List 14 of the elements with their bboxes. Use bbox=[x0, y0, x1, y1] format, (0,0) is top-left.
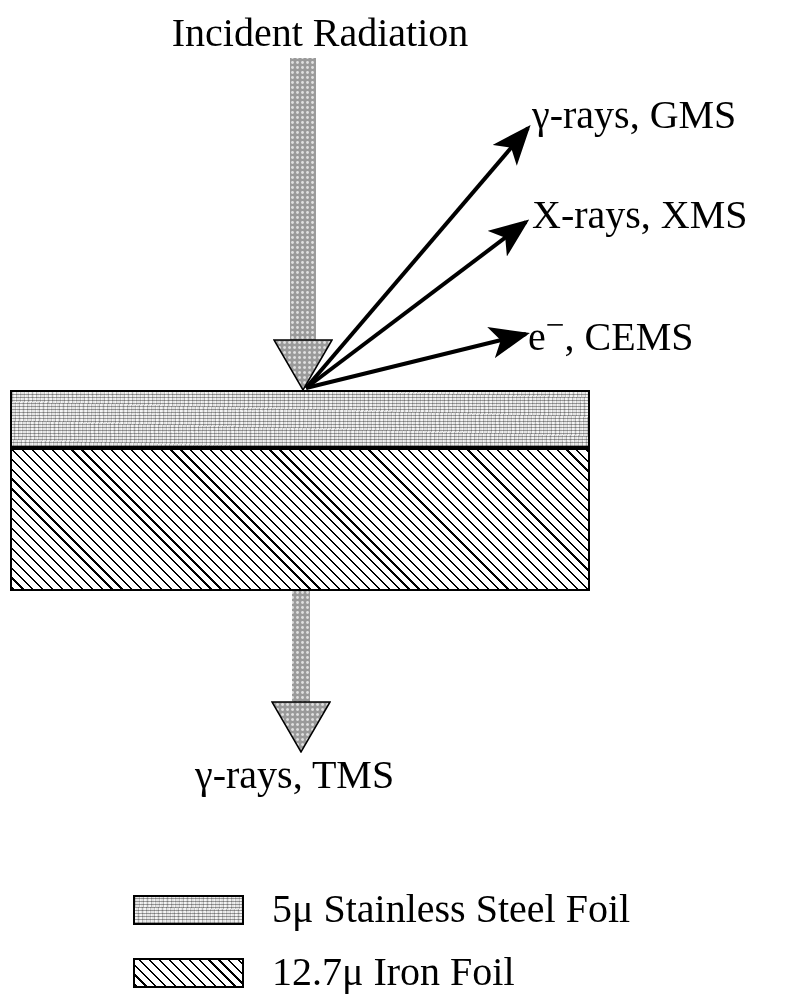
radiation-label: e$^{−}$, CEMS bbox=[528, 302, 694, 361]
legend-label: 5μ Stainless Steel Foil bbox=[272, 886, 631, 932]
beam-arrow bbox=[271, 591, 331, 753]
beam-arrow bbox=[273, 58, 333, 391]
legend-label: 12.7μ Iron Foil bbox=[272, 949, 515, 995]
radiation-label: γ-rays, GMS bbox=[532, 92, 737, 138]
radiation-label: X-rays, XMS bbox=[532, 192, 748, 238]
radiation-label: γ-rays, TMS bbox=[195, 752, 395, 798]
arrow bbox=[305, 327, 530, 390]
beam-label: Incident Radiation bbox=[150, 10, 490, 56]
iron-foil-layer bbox=[10, 448, 590, 591]
arrow bbox=[304, 219, 530, 390]
arrow bbox=[304, 124, 531, 390]
steel-foil-layer bbox=[10, 390, 590, 448]
